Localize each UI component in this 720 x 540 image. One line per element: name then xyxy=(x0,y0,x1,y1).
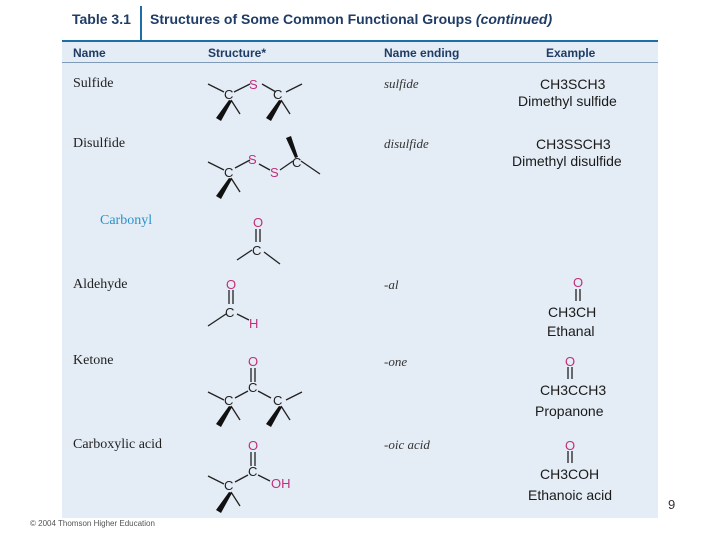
atom-c: C xyxy=(273,393,282,408)
header-ending: Name ending xyxy=(384,46,460,60)
atom-c: C xyxy=(224,165,233,180)
row-name-aldehyde: Aldehyde xyxy=(73,277,128,292)
row-name-carboxylic-acid: Carboxylic acid xyxy=(73,437,163,452)
atom-h: H xyxy=(249,316,258,331)
atom-o: O xyxy=(248,354,258,369)
row-ending-ketone: -one xyxy=(384,354,408,369)
row-name-carbonyl: Carbonyl xyxy=(100,213,153,228)
atom-c: C xyxy=(225,305,234,320)
example-formula-disulfide: CH3SSCH3 xyxy=(536,136,611,152)
row-name-sulfide: Sulfide xyxy=(73,76,114,91)
table-title: Structures of Some Common Functional Gro… xyxy=(150,11,552,27)
row-ending-carboxylic-acid: -oic acid xyxy=(384,437,430,452)
example-atom-o: O xyxy=(565,438,575,453)
atom-c: C xyxy=(224,87,233,102)
atom-c: C xyxy=(292,155,301,170)
page-number: 9 xyxy=(668,497,676,512)
row-ending-disulfide: disulfide xyxy=(384,136,429,151)
table-number: Table 3.1 xyxy=(72,11,131,27)
table-title-bar xyxy=(62,0,658,42)
row-name-ketone: Ketone xyxy=(73,353,114,368)
header-structure: Structure* xyxy=(208,46,267,60)
row-ending-sulfide: sulfide xyxy=(384,76,419,91)
atom-c: C xyxy=(273,87,282,102)
atom-s: S xyxy=(248,152,257,167)
copyright: © 2004 Thomson Higher Education xyxy=(30,519,155,528)
row-name-disulfide: Disulfide xyxy=(73,136,126,151)
example-formula-sulfide: CH3SCH3 xyxy=(540,76,606,92)
atom-c: C xyxy=(224,393,233,408)
example-formula-aldehyde: CH3CH xyxy=(548,304,597,320)
row-ending-aldehyde: -al xyxy=(384,277,399,292)
example-name-aldehyde: Ethanal xyxy=(547,323,595,339)
atom-c: C xyxy=(252,243,261,258)
example-name-disulfide: Dimethyl disulfide xyxy=(512,153,622,169)
table-title-text: Structures of Some Common Functional Gro… xyxy=(150,11,476,27)
atom-c: C xyxy=(248,464,257,479)
table-title-continued: (continued) xyxy=(475,11,553,27)
example-formula-carboxylic-acid: CH3COH xyxy=(540,466,600,482)
example-atom-o: O xyxy=(573,275,583,290)
header-example: Example xyxy=(546,46,596,60)
table-panel xyxy=(62,0,658,518)
example-formula-ketone: CH3CCH3 xyxy=(540,382,607,398)
example-atom-o: O xyxy=(565,354,575,369)
atom-o: O xyxy=(248,438,258,453)
header-divider xyxy=(62,62,658,63)
example-name-ketone: Propanone xyxy=(535,403,604,419)
atom-c: C xyxy=(248,380,257,395)
atom-s: S xyxy=(270,165,279,180)
atom-o: O xyxy=(226,277,236,292)
example-name-sulfide: Dimethyl sulfide xyxy=(518,93,617,109)
example-name-carboxylic-acid: Ethanoic acid xyxy=(528,487,613,503)
atom-c: C xyxy=(224,478,233,493)
atom-oh: OH xyxy=(271,476,291,491)
atom-s: S xyxy=(249,77,258,92)
header-name: Name xyxy=(73,46,106,60)
atom-o: O xyxy=(253,215,263,230)
title-divider xyxy=(140,6,142,40)
